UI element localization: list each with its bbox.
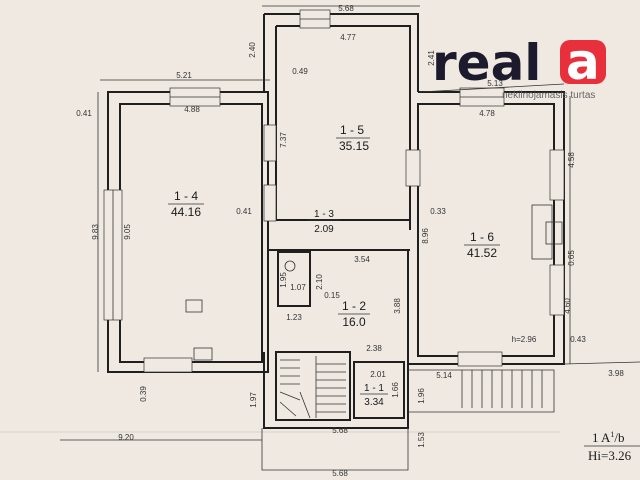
stair-well — [275, 351, 351, 421]
annotation-tail: /b — [614, 430, 624, 445]
window-room-1-6-right-top — [549, 149, 565, 201]
logo-tagline: nekilnojamasis turtas — [502, 90, 595, 101]
dim-h-2-96: h=2.96 — [512, 335, 537, 344]
dim-2-10: 2.10 — [315, 274, 324, 290]
room-1-5-area: 35.15 — [339, 139, 369, 153]
dim-8-96: 8.96 — [421, 228, 430, 244]
window-room-1-6-bottom — [457, 351, 503, 367]
dim-0-65: 0.65 — [567, 250, 576, 266]
dim-9-20: 9.20 — [118, 433, 134, 442]
porch-outline — [408, 369, 555, 413]
logo-accent-block — [560, 40, 606, 84]
dim-1-07: 1.07 — [290, 283, 306, 292]
svg-text:1 A1/b: 1 A1/b — [592, 430, 625, 445]
dim-5-21: 5.21 — [176, 71, 192, 80]
dim-0-33: 0.33 — [430, 207, 446, 216]
door-1-4-1-3 — [263, 184, 277, 222]
dim-4-77: 4.77 — [340, 33, 356, 42]
dim-3-98: 3.98 — [608, 369, 624, 378]
annotation-sup: 1 — [610, 430, 614, 439]
room-1-6-area: 41.52 — [467, 246, 497, 260]
dim-1-96: 1.96 — [417, 388, 426, 404]
room-1-2-id: 1 - 2 — [342, 299, 366, 313]
dim-0-41-left: 0.41 — [76, 109, 92, 118]
dim-2-38: 2.38 — [366, 344, 382, 353]
dim-5-68-mid: 5.68 — [332, 426, 348, 435]
dim-0-43: 0.43 — [570, 335, 586, 344]
room-1-4-id: 1 - 4 — [174, 189, 198, 203]
room-1-5-id: 1 - 5 — [340, 123, 364, 137]
windows — [103, 9, 565, 373]
dim-2-01: 2.01 — [370, 370, 386, 379]
room-1-1-outline — [353, 361, 405, 419]
terrace-outline — [261, 428, 409, 471]
door-1-5-1-6 — [405, 149, 421, 187]
dim-1-95: 1.95 — [279, 272, 288, 288]
dim-0-49: 0.49 — [292, 67, 308, 76]
logo-accent-letter: a — [566, 33, 600, 91]
room-1-3-id: 1 - 3 — [314, 209, 334, 220]
porch-steps — [461, 370, 543, 408]
dim-1-66: 1.66 — [391, 382, 400, 398]
room-1-2-area: 16.0 — [342, 315, 366, 329]
dim-0-15: 0.15 — [324, 291, 340, 300]
radiator — [193, 347, 213, 361]
dim-5-68-top: 5.68 — [338, 4, 354, 13]
room-1-6-inner — [417, 103, 555, 357]
reala-logo: real a nekilnojamasis turtas — [432, 33, 606, 101]
floor-fixture — [185, 299, 203, 313]
wc-room — [277, 251, 311, 307]
dim-2-40: 2.40 — [248, 42, 257, 58]
dim-3-54: 3.54 — [354, 255, 370, 264]
dim-0-39: 0.39 — [139, 386, 148, 402]
dim-1-97: 1.97 — [249, 392, 258, 408]
dim-7-37: 7.37 — [279, 132, 288, 148]
room-1-3-area: 2.09 — [314, 224, 334, 235]
level-annotation: 1 A1/b Hi=3.26 — [584, 430, 640, 463]
room-1-1-area: 3.34 — [364, 397, 384, 408]
dim-4-78: 4.78 — [479, 109, 495, 118]
logo-wordmark: real — [432, 34, 541, 92]
dimensions: 5.68 4.77 2.40 0.49 2.41 5.21 4.88 0.41 … — [76, 4, 624, 478]
dim-4-58: 4.58 — [567, 152, 576, 168]
dim-1-53: 1.53 — [417, 432, 426, 448]
dim-3-88: 3.88 — [393, 298, 402, 314]
dim-5-14: 5.14 — [436, 371, 452, 380]
door-1-4-1-5 — [263, 124, 277, 162]
annotation-line2: Hi=3.26 — [588, 448, 632, 463]
stair-hall-outline — [263, 352, 409, 429]
room-1-4-area: 44.16 — [171, 205, 201, 219]
dim-2-41: 2.41 — [427, 50, 436, 66]
dim-5-13: 5.13 — [487, 79, 503, 88]
dim-4-88: 4.88 — [184, 105, 200, 114]
window-room-1-6-right-bottom — [549, 264, 565, 316]
annotation-line1: 1 A — [592, 430, 611, 445]
dimension-lines — [60, 5, 640, 441]
room-1-1-id: 1 - 1 — [364, 383, 384, 394]
dim-5-68-bottom: 5.68 — [332, 469, 348, 478]
staircase — [279, 356, 346, 419]
fireplace — [531, 204, 563, 260]
dim-0-41-mid: 0.41 — [236, 207, 252, 216]
dim-4-60: 4.60 — [563, 298, 572, 314]
room-1-6-id: 1 - 6 — [470, 230, 494, 244]
toilet — [284, 260, 296, 272]
dim-9-83: 9.83 — [91, 224, 100, 240]
window-room-1-4-bottom — [143, 357, 193, 373]
dim-9-05: 9.05 — [123, 224, 132, 240]
dim-1-23: 1.23 — [286, 313, 302, 322]
